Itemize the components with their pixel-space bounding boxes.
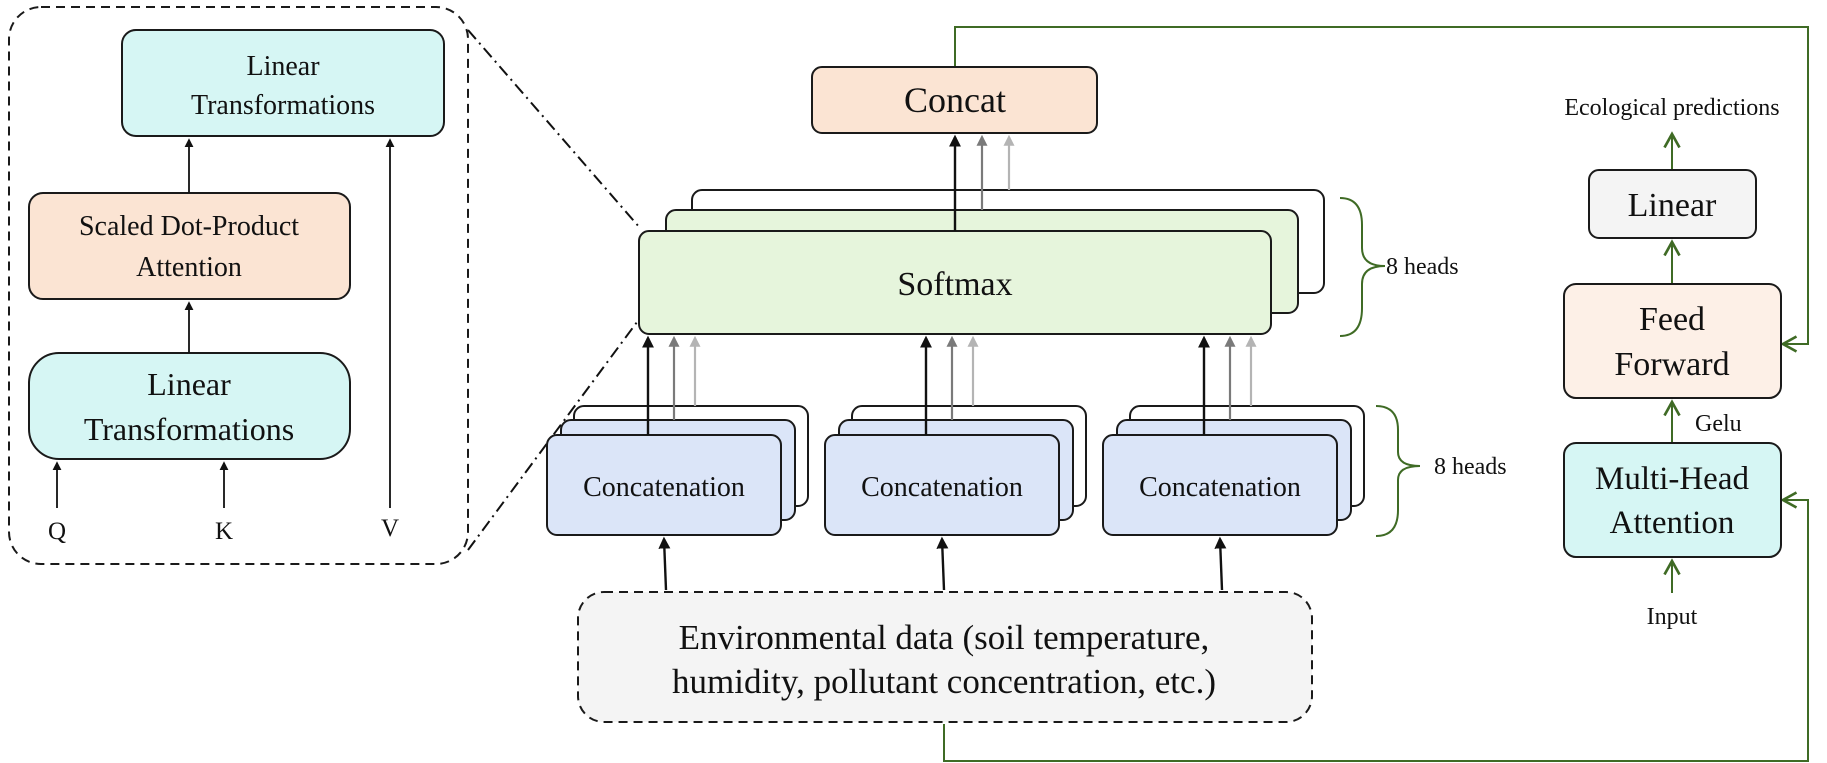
detail-linear-top-box	[121, 29, 445, 137]
concat-box	[811, 66, 1098, 134]
arrow-env-to-c1	[658, 536, 671, 591]
detail-linear-bottom-label-1: Linear	[147, 366, 231, 402]
concatenation-stack-3: Concatenation	[1102, 335, 1365, 591]
heads-label-concatenation: 8 heads	[1434, 454, 1507, 480]
zoom-line-top	[467, 29, 641, 229]
detail-input-q: Q	[48, 518, 66, 545]
detail-sdpa-label-1: Scaled Dot-Product	[79, 211, 299, 242]
concat-to-feedforward-line	[954, 26, 1809, 353]
feed-forward-box	[1563, 283, 1782, 399]
concatenation-stack-1: Concatenation	[546, 335, 809, 591]
detail-linear-top-label-2: Transformations	[191, 90, 375, 121]
environmental-data-label-2: humidity, pollutant concentration, etc.)	[672, 662, 1216, 701]
activation-label: Gelu	[1695, 411, 1742, 437]
environmental-data-label-1: Environmental data (soil temperature,	[679, 618, 1210, 657]
concatenation-1-box	[546, 434, 782, 536]
concat-label: Concat	[904, 80, 1006, 120]
concatenation-stack-2: Concatenation	[824, 335, 1087, 591]
concatenation-2-label: Concatenation	[861, 472, 1023, 503]
environmental-data-box	[577, 591, 1313, 723]
detail-panel-border	[8, 6, 469, 565]
multi-head-attention-label-1: Multi-Head	[1595, 461, 1749, 497]
multi-head-attention-label-2: Attention	[1610, 505, 1735, 541]
detail-linear-top-label-1: Linear	[246, 51, 320, 82]
detail-input-k: K	[215, 518, 233, 545]
concatenation-3-label: Concatenation	[1139, 472, 1301, 503]
env-to-mha-line	[943, 491, 1809, 762]
detail-sdpa-label-2: Attention	[136, 252, 242, 283]
output-label: Ecological predictions	[1564, 95, 1779, 121]
concatenation-2-box	[824, 434, 1060, 536]
linear-label: Linear	[1628, 187, 1717, 224]
input-label: Input	[1647, 604, 1698, 630]
multi-head-attention-box	[1563, 442, 1782, 558]
heads-brace-softmax	[1339, 197, 1386, 337]
feed-forward-label-2: Forward	[1614, 346, 1729, 383]
feed-forward-label-1: Feed	[1639, 301, 1705, 338]
concatenation-3-box	[1102, 434, 1338, 536]
linear-box	[1588, 169, 1757, 239]
arrow-env-to-c2	[936, 536, 949, 591]
prediction-pipeline: Ecological predictions Linear Feed Forwa…	[1563, 95, 1782, 630]
heads-brace-concatenation	[1375, 405, 1421, 537]
softmax-label: Softmax	[897, 266, 1012, 303]
concatenation-1-label: Concatenation	[583, 472, 745, 503]
arrow-env-to-c3	[1214, 536, 1227, 591]
zoom-line-bottom	[467, 317, 641, 551]
heads-label-softmax: 8 heads	[1386, 254, 1459, 280]
detail-input-v: V	[381, 515, 399, 542]
attention-detail-panel: Linear Transformations Scaled Dot-Produc…	[8, 6, 469, 565]
center-attention-stack: Concat Softmax 8 heads Concatenation	[546, 26, 1809, 762]
detail-linear-bottom-label-2: Transformations	[84, 411, 294, 447]
detail-sdpa-box	[28, 192, 351, 300]
